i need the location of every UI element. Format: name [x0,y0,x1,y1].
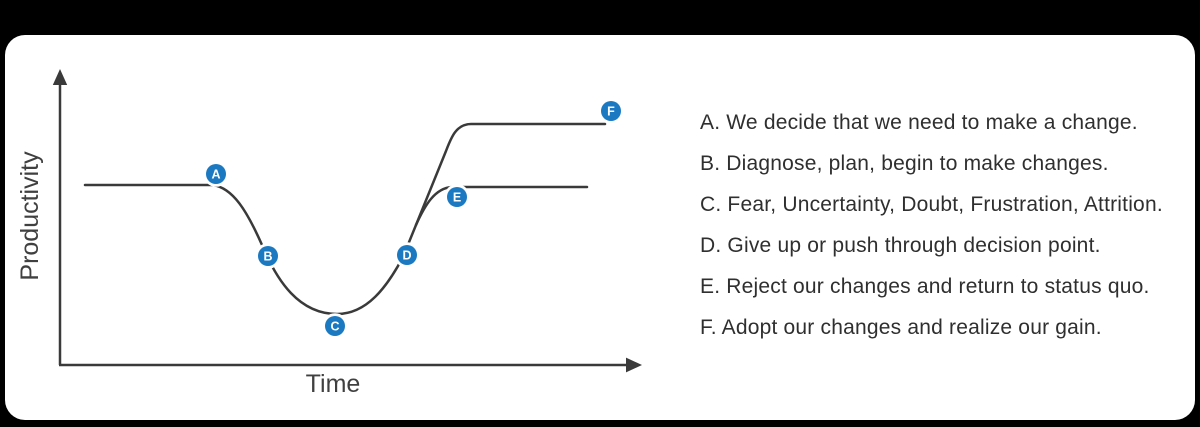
y-axis-arrowhead-icon [52,69,68,85]
annotation-item-d: D. Give up or push through decision poin… [700,234,1101,257]
marker-letter: E [453,191,461,205]
marker-dot [601,101,621,121]
productivity-change-chart: A B C D E F Productivity Time [16,69,642,398]
y-axis-label: Productivity [16,151,44,281]
annotation-list: A. We decide that we need to make a chan… [700,102,1163,348]
x-axis-label: Time [306,370,361,398]
marker-dot [325,316,345,336]
marker-letter: D [402,249,411,263]
point-marker-c: C [322,313,348,339]
annotation-item-a: A. We decide that we need to make a chan… [700,111,1138,134]
marker-letter: C [330,320,339,334]
point-marker-e: E [444,184,470,210]
marker-letter: A [211,168,220,182]
x-axis-arrowhead-icon [626,357,642,373]
marker-letter: F [607,105,615,119]
marker-dot [258,246,278,266]
annotation-item-b: B. Diagnose, plan, begin to make changes… [700,152,1109,175]
status-quo-branch [414,185,589,227]
point-marker-f: F [598,98,624,124]
diagram-card: A B C D E F Productivity Time [5,35,1195,420]
marker-letter: B [263,250,272,264]
marker-dot [206,164,226,184]
marker-dot [397,245,417,265]
productivity-curve [83,122,607,316]
annotation-item-c: C. Fear, Uncertainty, Doubt, Frustration… [700,193,1163,216]
point-marker-a: A [203,161,229,187]
point-marker-d: D [394,242,420,268]
annotation-item-f: F. Adopt our changes and realize our gai… [700,316,1102,339]
marker-dot [447,187,467,207]
annotation-item-e: E. Reject our changes and return to stat… [700,275,1150,298]
point-marker-b: B [255,243,281,269]
